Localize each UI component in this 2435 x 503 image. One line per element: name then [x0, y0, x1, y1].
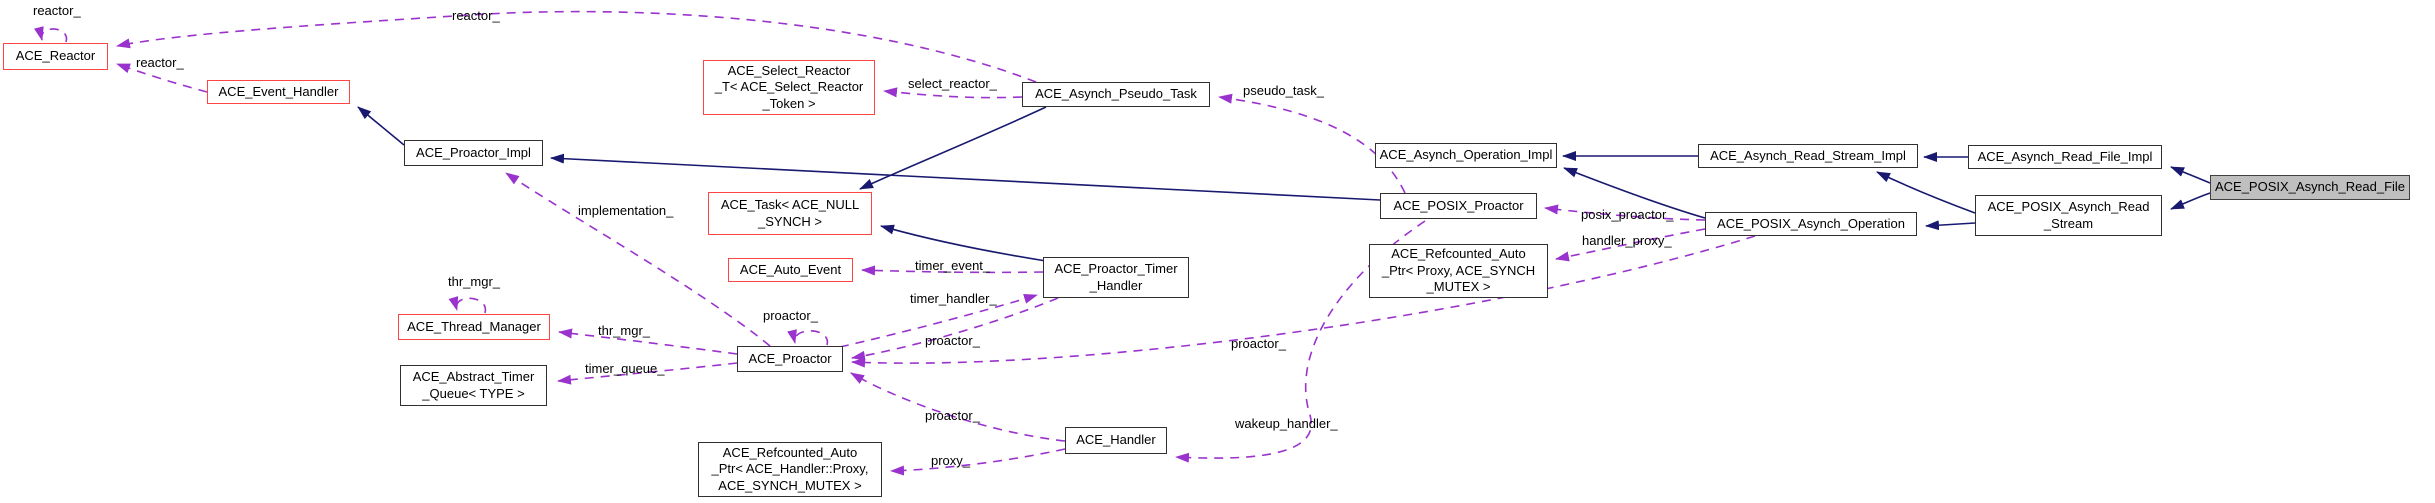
- edge-label-proactor-self: proactor_: [763, 308, 818, 323]
- node-ace-proactor-impl[interactable]: ACE_Proactor_Impl: [404, 140, 543, 166]
- node-ace-asynch-operation-impl[interactable]: ACE_Asynch_Operation_Impl: [1375, 143, 1557, 168]
- edge-label-wakeup-handler: wakeup_handler_: [1235, 416, 1338, 431]
- node-ace-proactor-timer-handler[interactable]: ACE_Proactor_Timer _Handler: [1043, 257, 1189, 298]
- edge-label-proactor-from-timer-handler: proactor_: [925, 333, 980, 348]
- node-ace-handler[interactable]: ACE_Handler: [1065, 427, 1167, 454]
- edge-label-reactor-top: reactor_: [452, 8, 500, 23]
- edge-label-pseudo-task: pseudo_task_: [1243, 83, 1324, 98]
- node-ace-posix-asynch-read-file: ACE_POSIX_Asynch_Read_File: [2210, 175, 2410, 200]
- node-ace-asynch-pseudo-task[interactable]: ACE_Asynch_Pseudo_Task: [1022, 82, 1210, 107]
- node-ace-posix-asynch-operation[interactable]: ACE_POSIX_Asynch_Operation: [1705, 212, 1917, 236]
- edge-label-timer-handler: timer_handler_: [910, 291, 997, 306]
- node-ace-thread-manager[interactable]: ACE_Thread_Manager: [398, 314, 550, 340]
- node-ace-refcounted-auto-ptr-proxy[interactable]: ACE_Refcounted_Auto _Ptr< Proxy, ACE_SYN…: [1369, 244, 1548, 298]
- node-ace-abstract-timer-queue[interactable]: ACE_Abstract_Timer _Queue< TYPE >: [400, 365, 547, 406]
- node-ace-reactor[interactable]: ACE_Reactor: [3, 43, 108, 70]
- edge-label-proactor-from-handler: proactor_: [925, 408, 980, 423]
- edge-label-select-reactor: select_reactor_: [908, 76, 997, 91]
- edge-label-posix-proactor: posix_proactor_: [1581, 207, 1674, 222]
- edge-label-handler-proxy: handler_proxy_: [1582, 233, 1672, 248]
- edge-label-proactor-from-posix-op: proactor_: [1231, 336, 1286, 351]
- node-ace-posix-proactor[interactable]: ACE_POSIX_Proactor: [1380, 193, 1537, 219]
- node-ace-event-handler[interactable]: ACE_Event_Handler: [207, 80, 350, 104]
- edge-label-implementation: implementation_: [578, 203, 674, 218]
- node-ace-asynch-read-stream-impl[interactable]: ACE_Asynch_Read_Stream_Impl: [1698, 144, 1918, 168]
- node-ace-select-reactor-t[interactable]: ACE_Select_Reactor _T< ACE_Select_Reacto…: [703, 60, 875, 115]
- edge-label-thr-mgr-self: thr_mgr_: [448, 274, 501, 289]
- node-ace-asynch-read-file-impl[interactable]: ACE_Asynch_Read_File_Impl: [1968, 145, 2162, 169]
- edge-label-thr-mgr: thr_mgr_: [598, 323, 651, 338]
- edge-label-timer-queue: timer_queue_: [585, 361, 665, 376]
- node-ace-refcounted-auto-ptr-handler-proxy[interactable]: ACE_Refcounted_Auto _Ptr< ACE_Handler::P…: [698, 442, 882, 497]
- edge-label-proxy: proxy_: [931, 453, 971, 468]
- edge-label-timer-event: timer_event_: [915, 258, 991, 273]
- node-ace-auto-event[interactable]: ACE_Auto_Event: [728, 258, 853, 282]
- node-ace-task-null-synch[interactable]: ACE_Task< ACE_NULL _SYNCH >: [708, 192, 872, 235]
- edge-label-reactor-self: reactor_: [33, 3, 81, 18]
- node-ace-proactor[interactable]: ACE_Proactor: [737, 346, 843, 372]
- node-ace-posix-asynch-read-stream[interactable]: ACE_POSIX_Asynch_Read _Stream: [1975, 195, 2162, 236]
- edge-label-reactor-eh: reactor_: [136, 55, 184, 70]
